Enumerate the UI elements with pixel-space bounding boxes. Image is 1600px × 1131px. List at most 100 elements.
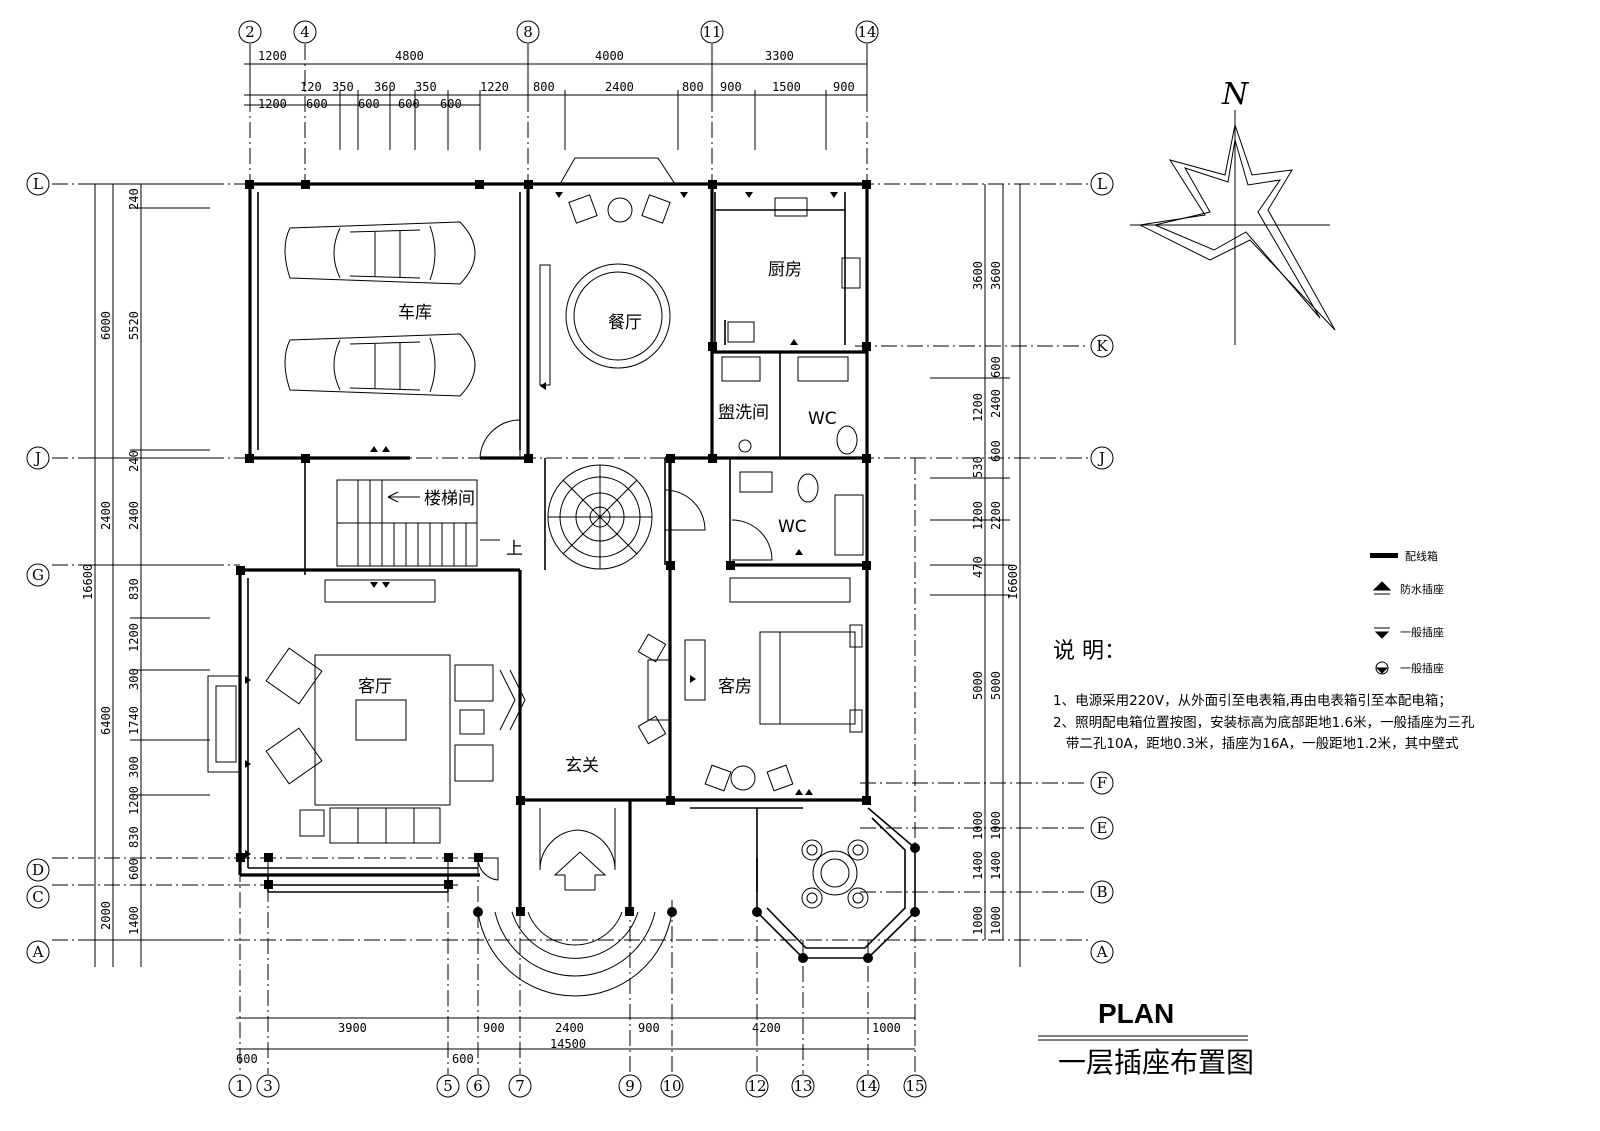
dim-label: 3600 — [971, 261, 985, 290]
dim-label: 16600 — [1006, 564, 1020, 600]
dim-label: 4000 — [595, 49, 624, 63]
dim-label: 5520 — [127, 311, 141, 340]
grid-bubble: 9 — [618, 1074, 642, 1098]
dim-label: 1200 — [127, 786, 141, 815]
svg-text:2: 2 — [245, 23, 255, 41]
dim-label: 1200 — [971, 501, 985, 530]
svg-text:A: A — [32, 943, 44, 961]
grid-bubble: C — [26, 885, 50, 909]
dim-label: 900 — [720, 80, 742, 94]
dim-label: 1000 — [872, 1021, 901, 1035]
dim-label: 120 — [300, 80, 322, 94]
grid-bubble: 2 — [238, 20, 262, 44]
stair-up-label: 上 — [506, 539, 523, 559]
dim-label: 6400 — [99, 706, 113, 735]
svg-text:配线箱: 配线箱 — [1405, 549, 1438, 563]
grid-bubble: 14 — [856, 1074, 880, 1098]
dimension-text-right: 3600 1200 530 1200 470 5000 1000 1400 10… — [971, 261, 1020, 935]
dim-label: 4800 — [395, 49, 424, 63]
dim-label: 2400 — [989, 389, 1003, 418]
svg-text:防水插座: 防水插座 — [1400, 582, 1444, 596]
room-label-garage: 车库 — [398, 303, 432, 323]
room-label-guest: 客房 — [718, 677, 752, 697]
dim-label: 600 — [989, 440, 1003, 462]
dim-label: 1400 — [989, 851, 1003, 880]
dim-label: 2400 — [605, 80, 634, 94]
grid-bubbles-bottom: 1 3 5 6 7 9 10 12 13 14 15 — [228, 1074, 927, 1098]
dim-label: 360 — [374, 80, 396, 94]
grid-bubble: F — [1090, 771, 1114, 795]
dim-label: 1400 — [127, 906, 141, 935]
svg-text:12: 12 — [747, 1077, 766, 1095]
legend-item: 配线箱 — [1370, 549, 1438, 563]
grid-bubble: 14 — [855, 20, 879, 44]
dim-label: 300 — [127, 668, 141, 690]
dim-label: 14500 — [550, 1037, 586, 1051]
grid-bubble: 15 — [903, 1074, 927, 1098]
dim-label: 600 — [236, 1052, 258, 1066]
dim-label: 900 — [833, 80, 855, 94]
room-label-stair: 楼梯间 — [424, 489, 475, 509]
hall-rug — [547, 464, 653, 570]
dim-label: 600 — [358, 97, 380, 111]
grid-bubbles-top: 2 4 8 11 14 — [238, 20, 879, 44]
grid-bubble: 12 — [745, 1074, 769, 1098]
note-line: 2、照明配电箱位置按图，安装标高为底部距地1.6米，一般插座为三孔 — [1053, 714, 1475, 731]
dim-label: 600 — [452, 1052, 474, 1066]
dim-label: 350 — [415, 80, 437, 94]
legend-item: 一般插座 — [1375, 661, 1444, 675]
dim-label: 350 — [332, 80, 354, 94]
dim-label: 600 — [398, 97, 420, 111]
entrance — [477, 808, 673, 997]
grid-bubble: 6 — [466, 1074, 490, 1098]
dimension-text-bottom: 3900 900 2400 900 4200 1000 600 600 1450… — [236, 1021, 901, 1066]
dim-label: 3600 — [989, 261, 1003, 290]
svg-text:14: 14 — [858, 1077, 877, 1095]
axis-lines — [52, 44, 1088, 1074]
dim-label: 3300 — [765, 49, 794, 63]
grid-bubble: 10 — [660, 1074, 684, 1098]
svg-text:L: L — [1097, 175, 1107, 193]
grid-bubble: J — [1090, 446, 1114, 470]
dim-label: 1000 — [971, 906, 985, 935]
dim-label: 470 — [971, 556, 985, 578]
svg-text:D: D — [32, 861, 44, 879]
svg-text:10: 10 — [662, 1077, 681, 1095]
living-furniture — [207, 647, 526, 844]
grid-bubble: 7 — [508, 1074, 532, 1098]
grid-bubble: A — [26, 940, 50, 964]
grid-bubble: A — [1090, 940, 1114, 964]
room-label-kitchen: 厨房 — [768, 260, 802, 280]
wall-columns — [236, 180, 871, 916]
dim-label: 800 — [533, 80, 555, 94]
staircase — [324, 479, 500, 603]
svg-text:6: 6 — [473, 1077, 483, 1095]
dim-label: 1200 — [971, 393, 985, 422]
grid-bubble: 4 — [293, 20, 317, 44]
dim-label: 1000 — [989, 906, 1003, 935]
dim-label: 600 — [127, 858, 141, 880]
dim-label: 800 — [682, 80, 704, 94]
room-labels: 车库 餐厅 厨房 盥洗间 WC WC 楼梯间 上 客厅 玄关 客房 — [358, 260, 837, 776]
interior-walls — [247, 192, 846, 893]
dim-label: 3900 — [338, 1021, 367, 1035]
svg-text:15: 15 — [905, 1077, 924, 1095]
room-label-foyer: 玄关 — [565, 756, 599, 776]
svg-text:14: 14 — [857, 23, 876, 41]
room-label-dining: 餐厅 — [608, 313, 642, 333]
note-line: 带二孔10A，距地0.3米，插座为16A，一般距地1.2米，其中壁式 — [1053, 736, 1459, 752]
svg-text:B: B — [1096, 883, 1107, 901]
grid-bubble: 13 — [791, 1074, 815, 1098]
dim-label: 600 — [989, 356, 1003, 378]
dim-label: 2400 — [99, 501, 113, 530]
kitchen-fixtures — [727, 197, 861, 343]
dim-label: 1500 — [772, 80, 801, 94]
legend: 配线箱 防水插座 一般插座 一般插座 — [1370, 549, 1444, 675]
svg-text:G: G — [32, 566, 44, 584]
dim-label: 1200 — [258, 49, 287, 63]
room-label-wash: 盥洗间 — [718, 403, 769, 423]
legend-item: 防水插座 — [1372, 581, 1444, 596]
wind-rose-icon — [1130, 110, 1336, 345]
dim-label: 1740 — [127, 706, 141, 735]
svg-text:F: F — [1097, 774, 1107, 792]
